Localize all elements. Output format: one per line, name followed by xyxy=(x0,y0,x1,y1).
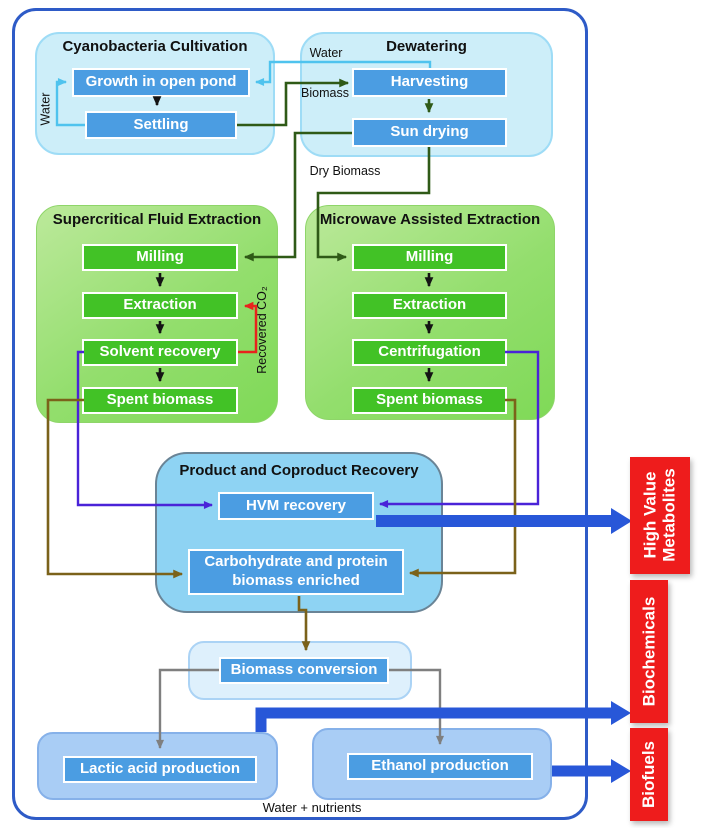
sfe-solvent-recovery-node: Solvent recovery xyxy=(82,339,238,366)
biochemicals-text: Biochemicals xyxy=(639,596,659,707)
water-recycle-label-wrap: Water xyxy=(34,86,56,132)
cultivation-title: Cyanobacteria Cultivation xyxy=(62,38,248,55)
biofuels-text: Biofuels xyxy=(639,740,659,809)
ethanol-node: Ethanol production xyxy=(347,753,533,780)
settling-node: Settling xyxy=(85,111,237,139)
arrowhead-biochemicals xyxy=(611,701,631,725)
water-nutrients-label: Water + nutrients xyxy=(262,800,362,815)
recovered-co2-label: Recovered CO₂ xyxy=(255,286,269,374)
high-value-metabolites-text: High Value Metabolites xyxy=(640,468,679,563)
harvesting-node: Harvesting xyxy=(352,68,507,97)
hvm-recovery-node: HVM recovery xyxy=(218,492,374,520)
dewatering-title: Dewatering xyxy=(386,38,467,55)
diagram-outer-border xyxy=(12,8,588,820)
arrowhead-high-value-metabolites xyxy=(611,508,632,534)
dry-biomass-label: Dry Biomass xyxy=(309,164,381,178)
recovery-title: Product and Coproduct Recovery xyxy=(179,462,419,479)
sfe-milling-node: Milling xyxy=(82,244,238,271)
mae-spent-biomass-node: Spent biomass xyxy=(352,387,507,414)
sfe-title: Supercritical Fluid Extraction xyxy=(52,211,262,228)
lactic-acid-node: Lactic acid production xyxy=(63,756,257,783)
biomass-conversion-node: Biomass conversion xyxy=(219,657,389,684)
water-return-label: Water xyxy=(309,46,343,60)
carb-protein-node: Carbohydrate and protein biomass enriche… xyxy=(188,549,404,595)
water-recycle-label: Water xyxy=(38,92,52,126)
sfe-extraction-node: Extraction xyxy=(82,292,238,319)
arrowhead-biofuels xyxy=(611,759,631,783)
biochemicals-output: Biochemicals xyxy=(630,580,668,723)
growth-open-pond-node: Growth in open pond xyxy=(72,68,250,97)
mae-milling-node: Milling xyxy=(352,244,507,271)
high-value-metabolites-output: High Value Metabolites xyxy=(630,457,690,574)
mae-title: Microwave Assisted Extraction xyxy=(319,211,541,228)
biofuels-output: Biofuels xyxy=(630,728,668,821)
mae-extraction-node: Extraction xyxy=(352,292,507,319)
sfe-spent-biomass-node: Spent biomass xyxy=(82,387,238,414)
biomass-label: Biomass xyxy=(301,86,349,100)
sun-drying-node: Sun drying xyxy=(352,118,507,147)
mae-centrifugation-node: Centrifugation xyxy=(352,339,507,366)
recovered-co2-label-wrap: Recovered CO₂ xyxy=(250,280,274,380)
